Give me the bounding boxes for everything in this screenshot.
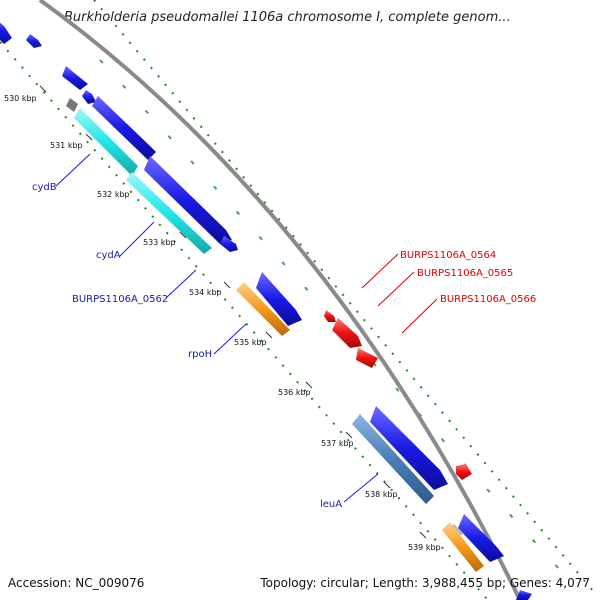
gene-red-right[interactable] xyxy=(456,464,472,480)
gene-label-cydA[interactable]: cydA xyxy=(96,250,121,261)
gene-label-0566[interactable]: BURPS1106A_0566 xyxy=(440,294,536,305)
chromosome-backbone xyxy=(38,0,522,600)
gene-label-0565[interactable]: BURPS1106A_0565 xyxy=(417,268,513,279)
tick-label-537: 537 kbp xyxy=(321,439,354,448)
gene-label-0562[interactable]: BURPS1106A_0562 xyxy=(72,294,168,305)
gene-blue-534[interactable] xyxy=(256,272,302,326)
gene-blue-top-left[interactable] xyxy=(0,18,12,44)
tick-label-534: 534 kbp xyxy=(189,288,222,297)
gene-orange-539[interactable] xyxy=(442,522,484,572)
gene-blue-537[interactable] xyxy=(370,406,448,490)
tick-label-536: 536 kbp xyxy=(278,388,311,397)
tick-label-539: 539 kbp xyxy=(408,543,441,552)
topology-text: Topology: circular; Length: 3,988,455 bp… xyxy=(260,576,590,590)
leader-lines-blue xyxy=(55,153,379,503)
gene-cyan-cydA[interactable] xyxy=(126,172,212,254)
gene-orange-rpoH[interactable] xyxy=(236,282,290,336)
gene-blue-531[interactable] xyxy=(92,96,156,160)
tick-label-533: 533 kbp xyxy=(143,238,176,247)
tick-label-530: 530 kbp xyxy=(4,94,37,103)
gene-steelblue-leuA[interactable] xyxy=(352,414,434,504)
gene-blue-539[interactable] xyxy=(458,514,504,562)
map-title: Burkholderia pseudomallei 1106a chromoso… xyxy=(64,10,511,25)
tick-marks xyxy=(39,85,427,539)
gene-blue-533[interactable] xyxy=(144,156,232,244)
gene-label-0564[interactable]: BURPS1106A_0564 xyxy=(400,250,496,261)
gene-gray[interactable] xyxy=(66,98,78,112)
gene-label-cydB[interactable]: cydB xyxy=(32,182,57,193)
gene-blue-bottom[interactable] xyxy=(516,590,532,600)
gene-red-0565[interactable] xyxy=(332,318,362,348)
gene-blue-530[interactable] xyxy=(62,66,88,90)
gene-red-0564[interactable] xyxy=(324,310,336,322)
gene-red-0566[interactable] xyxy=(356,348,378,368)
gene-cyan-cydB[interactable] xyxy=(74,108,138,176)
tick-label-532: 532 kbp xyxy=(97,190,130,199)
tick-label-538: 538 kbp xyxy=(365,490,398,499)
accession-text: Accession: NC_009076 xyxy=(8,576,145,590)
gene-label-leuA[interactable]: leuA xyxy=(320,499,342,510)
gene-blue-small-2[interactable] xyxy=(82,90,96,104)
tick-label-531: 531 kbp xyxy=(50,141,83,150)
gene-blue-small-1[interactable] xyxy=(26,34,42,48)
gene-blue-small-3[interactable] xyxy=(220,236,238,252)
leader-lines-red xyxy=(361,253,438,334)
gc-track-inner xyxy=(0,41,489,600)
tick-label-535: 535 kbp xyxy=(234,338,267,347)
gene-label-rpoH[interactable]: rpoH xyxy=(188,349,212,360)
